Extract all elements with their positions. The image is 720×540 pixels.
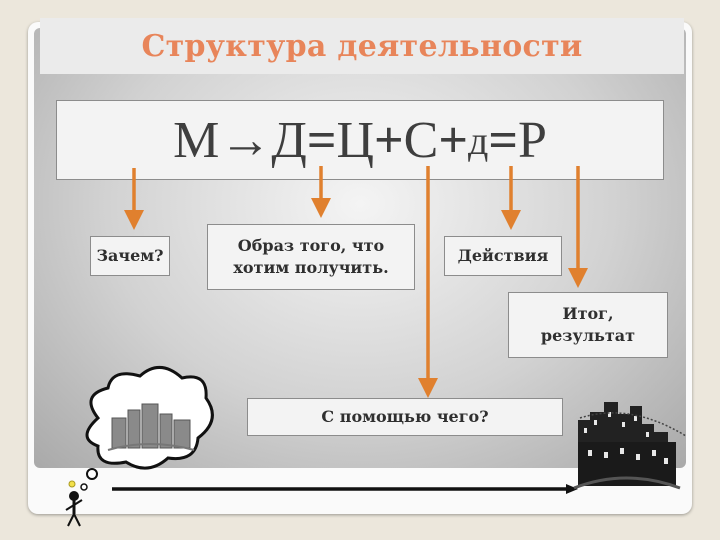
formula-arrow: →	[219, 111, 272, 169]
label-goal-line1: Образ того, что	[237, 235, 385, 255]
formula-equals-2: =	[488, 111, 518, 169]
label-goal: Образ того, что хотим получить.	[207, 224, 415, 290]
label-result-line2: результат	[540, 326, 636, 345]
arrow-result	[568, 166, 588, 288]
label-actions: Действия	[444, 236, 562, 276]
thinking-person-icon	[65, 480, 83, 527]
arrow-actions	[501, 166, 521, 230]
arrow-goal	[311, 166, 331, 218]
label-goal-line2: хотим получить.	[233, 258, 389, 277]
arrow-why	[124, 168, 144, 230]
title-bar: Структура деятельности	[40, 18, 684, 74]
formula-plus-2: +	[438, 111, 468, 169]
label-why: Зачем?	[90, 236, 170, 276]
label-actions-text: Действия	[457, 245, 549, 265]
label-why-text: Зачем?	[96, 245, 164, 265]
city-icon	[573, 402, 687, 490]
formula-goal: Ц	[336, 111, 375, 169]
label-result-line1: Итог,	[562, 303, 614, 323]
formula-equals-1: =	[306, 111, 337, 169]
formula-box: М → Д = Ц + С + д = Р	[56, 100, 664, 180]
label-means-text: С помощью чего?	[321, 406, 489, 426]
formula-means: С	[403, 111, 439, 169]
thought-bubble-city-icon	[80, 366, 214, 491]
label-means: С помощью чего?	[247, 398, 563, 436]
slide-title: Структура деятельности	[141, 28, 583, 64]
arrow-means	[418, 166, 438, 398]
formula-plus-1: +	[374, 111, 404, 169]
formula-result: Р	[517, 111, 547, 169]
formula-activity: Д	[271, 111, 307, 169]
formula-motive: М	[173, 111, 220, 169]
formula-actions: д	[467, 117, 489, 163]
label-result: Итог, результат	[508, 292, 668, 358]
